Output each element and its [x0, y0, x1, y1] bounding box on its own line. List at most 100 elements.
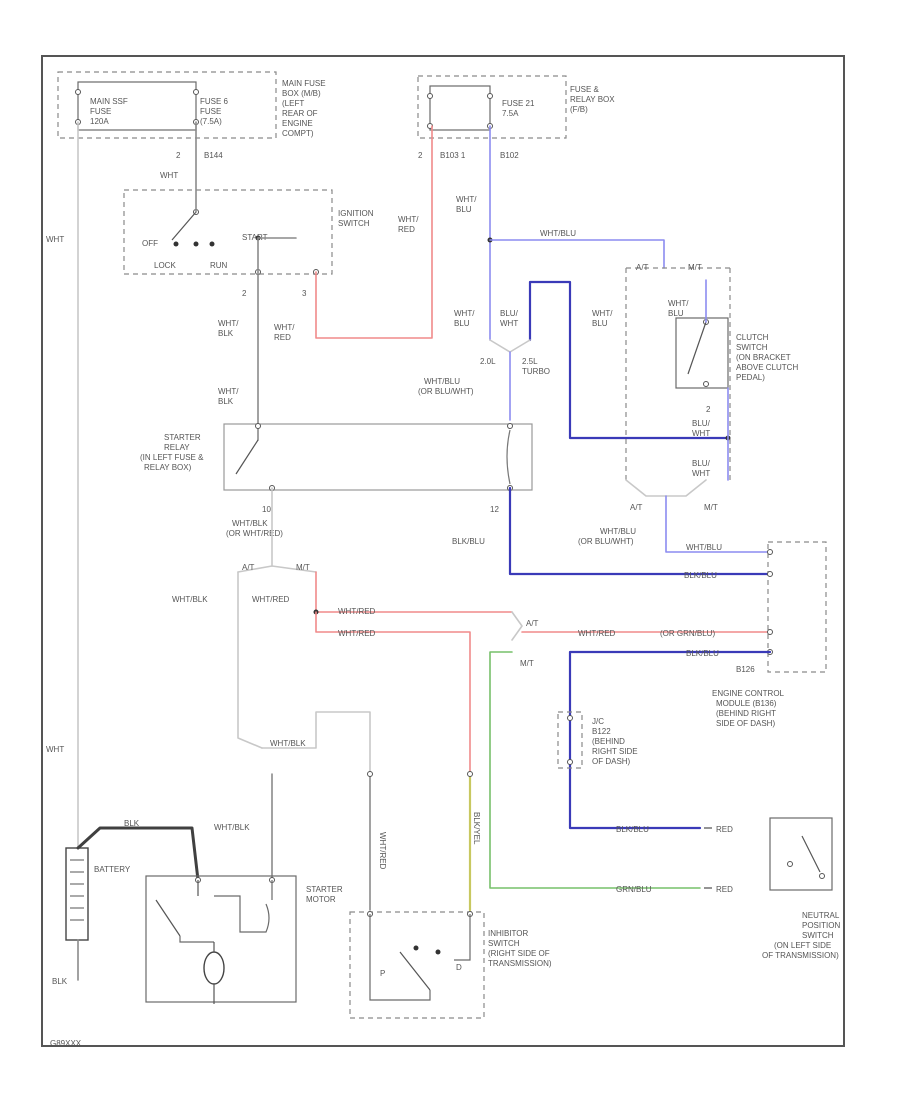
pin-b144: B144	[204, 151, 223, 160]
inhibitor-switch-label-2: SWITCH	[488, 939, 520, 948]
main-fuse-box-label-5: ENGINE	[282, 119, 313, 128]
neutral-pin-red: RED	[716, 825, 733, 834]
wire-label-wht-blk-or-1: WHT/BLK	[232, 519, 268, 528]
wire-label-wht-red-ign-2: RED	[398, 225, 415, 234]
wire-wht-blk-at	[237, 571, 263, 749]
inhibitor-switch-label-3: (RIGHT SIDE OF	[488, 949, 550, 958]
wire-label-wht-blk-f: WHT/BLK	[172, 595, 208, 604]
starter-relay-label-1: STARTER	[164, 433, 201, 442]
jc-label-2: B122	[592, 727, 611, 736]
starter-motor-label-2: MOTOR	[306, 895, 336, 904]
fuse21-label-1: FUSE 21	[502, 99, 535, 108]
relay-at-label: A/T	[242, 563, 255, 572]
wire-label-blu-wht-m: BLK/BLU	[616, 825, 649, 834]
ecm-at-label: A/T	[526, 619, 539, 628]
ecm-label-1: ENGINE CONTROL	[712, 689, 785, 698]
main-fuse-box-label-4: REAR OF	[282, 109, 318, 118]
wire-label-blk-battery: BLK	[124, 819, 140, 828]
wire-label-blu-wht-d-1: BLU/	[500, 309, 519, 318]
wire-label-or-grn-blu: (OR GRN/BLU)	[660, 629, 715, 638]
wire-label-wht-blu-d-1: WHT/	[454, 309, 475, 318]
inhibitor-switch-label-4: TRANSMISSION)	[488, 959, 552, 968]
wire-label-25l-turbo-2: TURBO	[522, 367, 550, 376]
main-ssf-fuse-label-2: FUSE	[90, 107, 111, 116]
clutch-switch-label-3: (ON BRACKET	[736, 353, 791, 362]
battery-label: BATTERY	[94, 865, 131, 874]
clutch-switch-label-1: CLUTCH	[736, 333, 769, 342]
wire-wht-blu-to-clutch	[489, 239, 665, 269]
battery: BATTERY BLK	[52, 847, 131, 986]
wire-label-wht-blk-or-2: (OR WHT/RED)	[226, 529, 283, 538]
clutch-mt-label: M/T	[688, 263, 702, 272]
battery-ground-label: BLK	[52, 977, 68, 986]
main-fuse-box-label-1: MAIN FUSE	[282, 79, 326, 88]
neutral-position-switch[interactable]: RED RED NEUTRAL POSITION SWITCH (ON LEFT…	[704, 817, 840, 960]
wire-label-wht-red-b-1: WHT/	[274, 323, 295, 332]
wire-label-blk-yel-v: BLK/YEL	[472, 812, 481, 845]
wire-label-25l-turbo-1: 2.5L	[522, 357, 538, 366]
wire-label-wht-blu-h: WHT/BLU	[540, 229, 576, 238]
wire-label-blu-wht-c2-2: WHT	[692, 429, 710, 438]
inhibitor-pin-d: D	[456, 963, 462, 972]
inhibitor-pin-p: P	[380, 969, 385, 978]
ecm-mt-label: M/T	[520, 659, 534, 668]
starter-motor-label-1: STARTER	[306, 885, 343, 894]
clutch-at2-label: A/T	[630, 503, 643, 512]
main-ssf-fuse-label-1: MAIN SSF	[90, 97, 128, 106]
fuse-relay-box-label-1: FUSE &	[570, 85, 600, 94]
wire-label-wht-blk-a-1: WHT/	[218, 319, 239, 328]
wire-label-2l: 2.0L	[480, 357, 496, 366]
starter-motor[interactable]: STARTER MOTOR	[145, 875, 343, 1004]
jc-label-3: (BEHIND	[592, 737, 625, 746]
diagram-code: G89XXX	[50, 1039, 82, 1048]
clutch-at-label: A/T	[636, 263, 649, 272]
wire-label-wht-fuse: WHT	[160, 171, 178, 180]
wire-label-wht-left: WHT	[46, 235, 64, 244]
wire-label-wht-blu-clutch2-2: BLU	[668, 309, 684, 318]
ign-lock-label: LOCK	[154, 261, 176, 270]
wire-label-wht-blk-a-2: BLK	[218, 329, 234, 338]
starter-relay[interactable]: STARTER RELAY (IN LEFT FUSE & RELAY BOX)	[140, 423, 533, 491]
wire-wht-red-mt	[315, 571, 513, 613]
wire-label-wht-blk-c-2: BLK	[218, 397, 234, 406]
neutral-switch-label-1: NEUTRAL	[802, 911, 840, 920]
wire-label-wht-blk-c-1: WHT/	[218, 387, 239, 396]
wire-label-wht-left2: WHT	[46, 745, 64, 754]
pin-b103: B103 1	[440, 151, 466, 160]
fuse6-label-2: FUSE	[200, 107, 221, 116]
wire-label-wht-red-h: WHT/RED	[338, 629, 376, 638]
wire-blk-blu-relay-to-ecm	[508, 486, 772, 576]
pin-3-ign: 3	[302, 289, 307, 298]
ign-start-label: START	[242, 233, 268, 242]
inhibitor-switch[interactable]: P D INHIBITOR SWITCH (RIGHT SIDE OF TRAN…	[349, 911, 552, 1019]
fuse-relay-box: FUSE 21 7.5A FUSE & RELAY BOX (F/B) 2 B1…	[417, 75, 615, 160]
main-fuse-box: MAIN SSF FUSE 120A FUSE 6 FUSE (7.5A) MA…	[57, 71, 326, 160]
fuse-relay-box-label-2: RELAY BOX	[570, 95, 615, 104]
pin-12-relay: 12	[490, 505, 499, 514]
ignition-switch[interactable]: IGNITION SWITCH OFF LOCK RUN START 2 3	[123, 189, 374, 298]
pin-b102: B102	[500, 151, 519, 160]
fuse6-label-1: FUSE 6	[200, 97, 229, 106]
wire-label-wht-blu-or-2: (OR BLU/WHT)	[418, 387, 474, 396]
clutch-mt2-label: M/T	[704, 503, 718, 512]
wire-label-grn-blu-n: GRN/BLU	[616, 885, 652, 894]
wire-label-wht-red-v: WHT/RED	[378, 832, 387, 870]
wire-label-wht-blu-clutch-2: BLU	[592, 319, 608, 328]
wire-label-wht-blu-clutch2-1: WHT/	[668, 299, 689, 308]
ignition-switch-label-1: IGNITION	[338, 209, 374, 218]
clutch-switch-label-5: PEDAL)	[736, 373, 765, 382]
ecm-label-4: SIDE OF DASH)	[716, 719, 775, 728]
jc-label-1: J/C	[592, 717, 604, 726]
fuse21-label-2: 7.5A	[502, 109, 519, 118]
wire-label-wht-red-g: WHT/RED	[338, 607, 376, 616]
engine-control-module[interactable]: B126 ENGINE CONTROL MODULE (B136) (BEHIN…	[712, 541, 827, 728]
clutch-switch[interactable]: A/T M/T CLUTCH SWITCH (ON BRACKET ABOVE …	[625, 263, 798, 480]
pin-10-relay: 10	[262, 505, 271, 514]
starter-relay-label-3: (IN LEFT FUSE &	[140, 453, 204, 462]
wire-wht-red-to-inhibitor	[315, 611, 471, 773]
clutch-switch-label-4: ABOVE CLUTCH	[736, 363, 798, 372]
wire-label-wht-blu-e: WHT/BLU	[686, 543, 722, 552]
wire-wht-blu-to-ecm	[665, 495, 771, 553]
wire-label-wht-blk-k: WHT/BLK	[270, 739, 306, 748]
